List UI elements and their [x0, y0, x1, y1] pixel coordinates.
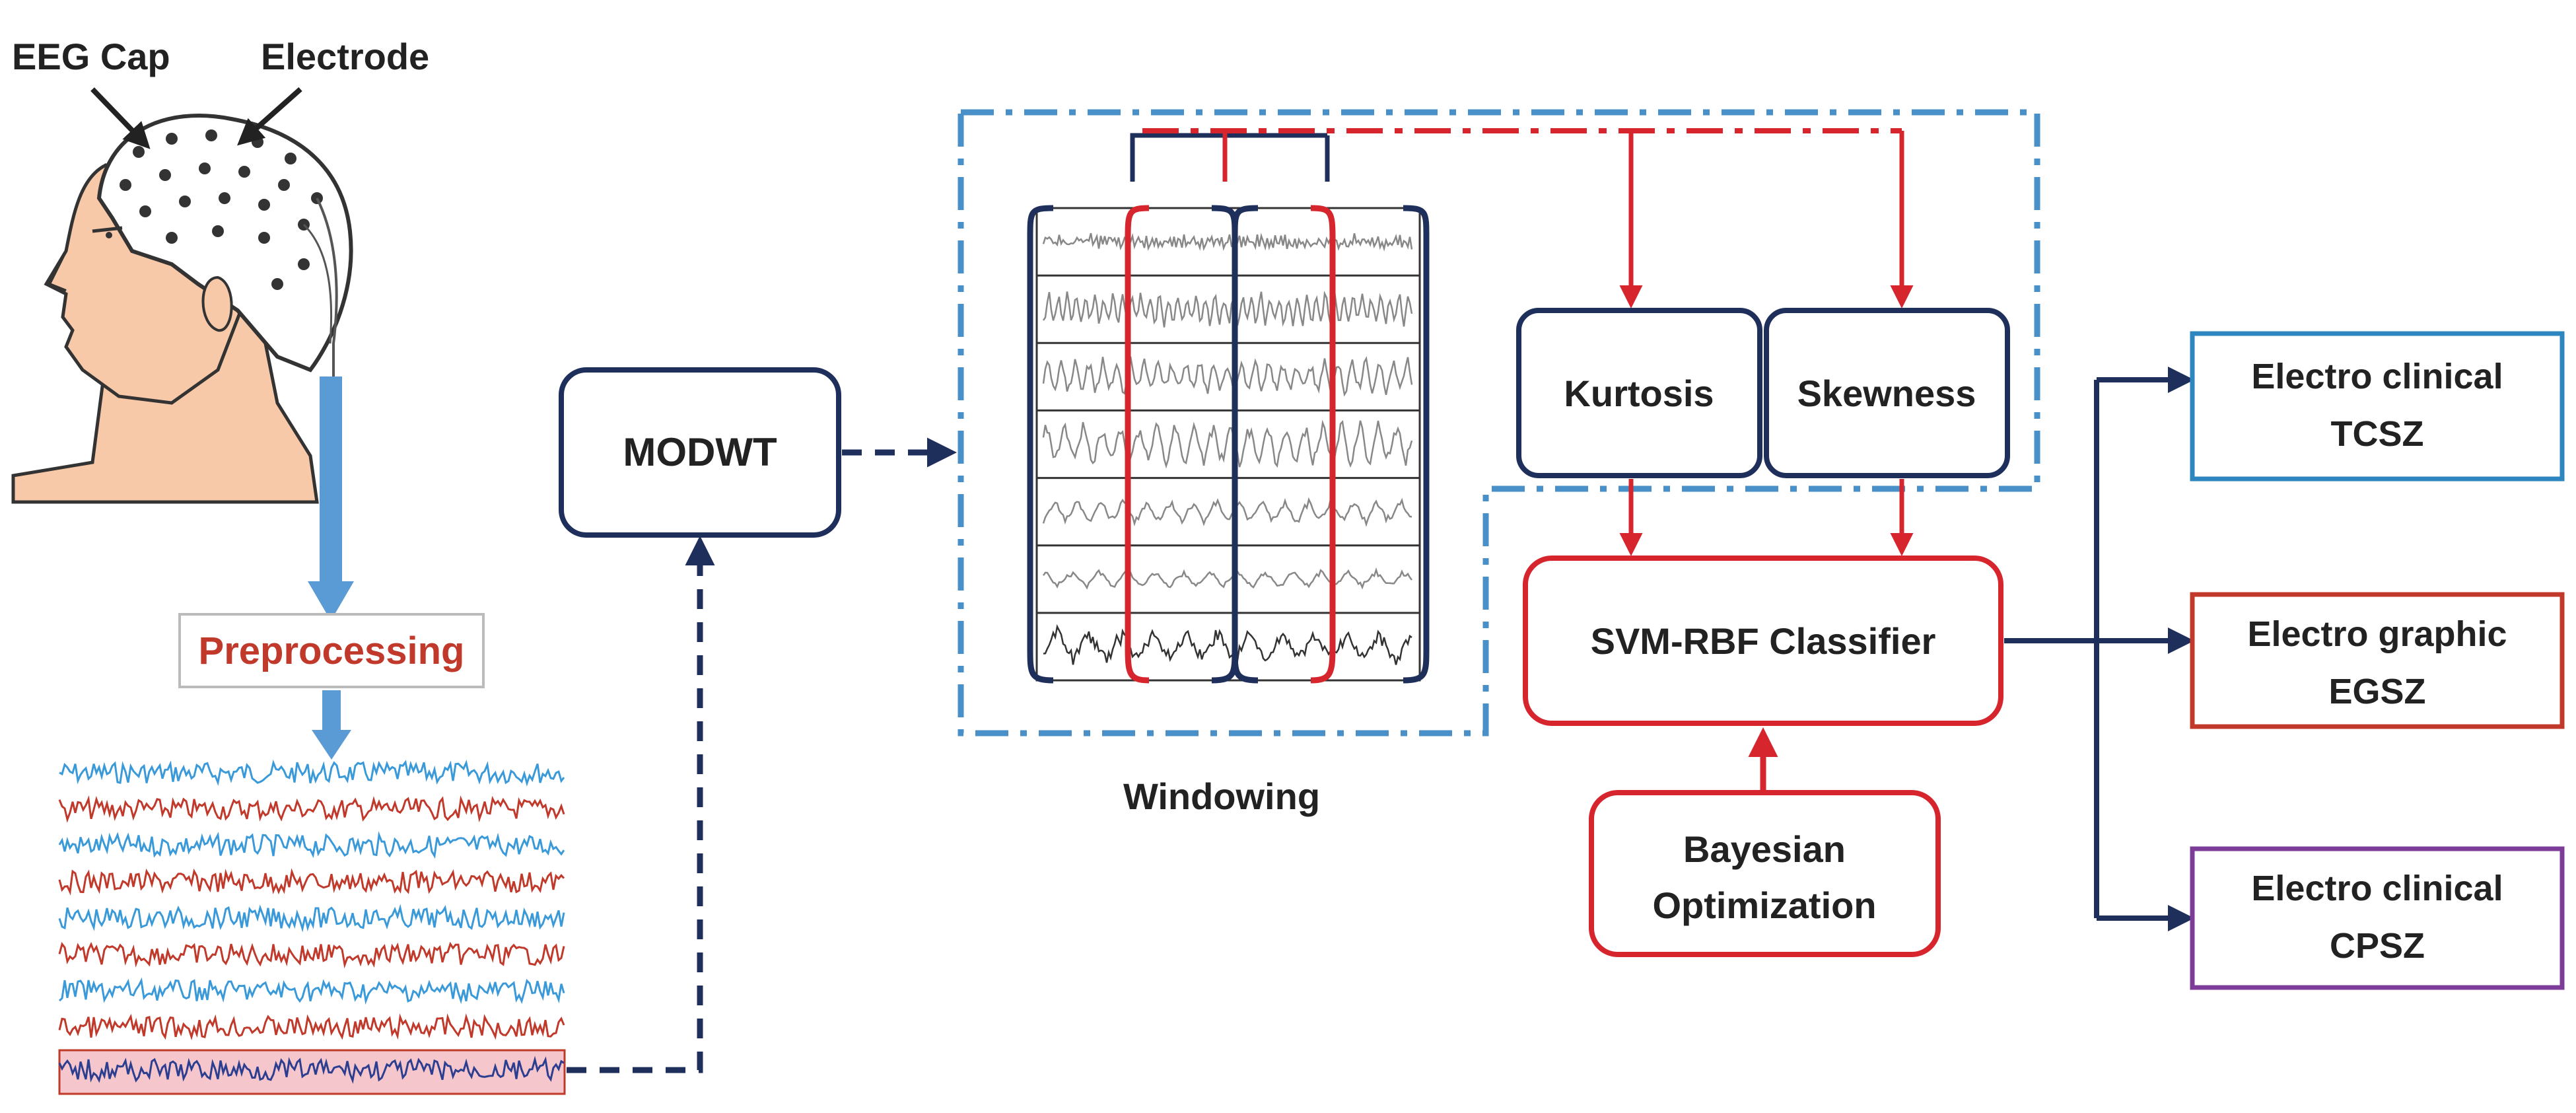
skewness-label: Skewness [1797, 373, 1976, 414]
preprocessing-label: Preprocessing [199, 629, 465, 672]
bayesian-label-line2: Optimization [1652, 884, 1876, 926]
preprocessing-box [178, 613, 485, 688]
red-window-right-bracket [1310, 205, 1336, 684]
output-cpsz-line2: CPSZ [2330, 926, 2425, 966]
subband-trace [1042, 291, 1413, 328]
electrode-pointer-arrow [237, 87, 302, 146]
eeg-channel-trace [58, 941, 565, 969]
kurtosis-label: Kurtosis [1564, 373, 1714, 414]
eeg-channel-trace [58, 795, 565, 823]
output-tcsz-box [2190, 331, 2565, 482]
selected-channel-highlight [58, 1049, 566, 1095]
eeg-channel-trace [58, 868, 565, 896]
subband-trace [1042, 497, 1412, 527]
cap-to-preprocessing-arrow-shaft [320, 377, 342, 581]
window-1-left-bracket [1027, 205, 1054, 684]
eeg-channel-trace [58, 977, 565, 1005]
electrode-label: Electrode [261, 36, 429, 77]
output-egsz-box [2190, 592, 2565, 729]
eeg-channel-trace [58, 904, 565, 933]
wavelet-subbands-grid [1035, 207, 1421, 682]
subband-trace [1042, 233, 1413, 252]
subband-trace [1042, 567, 1412, 590]
subband-trace [1042, 419, 1413, 469]
preprocessing-to-signals-arrow-shaft [322, 690, 341, 730]
output-egsz-line1: Electro graphic [2247, 614, 2507, 654]
window-2-left-bracket [1232, 205, 1259, 684]
eeg-signal-traces [58, 759, 566, 1095]
red-window-left-bracket [1125, 205, 1150, 684]
modwt-label: MODWT [623, 430, 777, 474]
subband-trace [1043, 624, 1412, 665]
eeg-cap-pointer-arrow [90, 87, 151, 149]
windowing-label: Windowing [1123, 775, 1320, 817]
windowing-panel [1035, 207, 1421, 682]
window-2-right-bracket [1403, 205, 1430, 684]
output-tcsz-line1: Electro clinical [2251, 357, 2503, 396]
head-with-eeg-cap-icon [11, 114, 353, 504]
output-egsz-line2: EGSZ [2328, 672, 2425, 711]
skewness-box [1764, 308, 2010, 478]
subband-trace [1042, 355, 1413, 397]
output-cpsz-box [2190, 846, 2565, 990]
modwt-box [559, 367, 841, 538]
bayesian-label-line1: Bayesian [1683, 828, 1846, 870]
eeg-channel-trace [59, 759, 565, 787]
eeg-channel-trace [58, 1013, 565, 1040]
eeg-cap-label: EEG Cap [12, 36, 170, 77]
signal-to-modwt-arrow [567, 536, 715, 1073]
output-tcsz-line2: TCSZ [2331, 414, 2424, 454]
bayesian-optimization-box [1589, 790, 1941, 957]
eeg-channel-trace [58, 831, 565, 859]
kurtosis-box [1516, 308, 1762, 478]
svm-rbf-label: SVM-RBF Classifier [1591, 620, 1936, 662]
navy-window-connector [1130, 133, 1327, 182]
svm-rbf-classifier-box [1523, 556, 2003, 726]
output-cpsz-line1: Electro clinical [2251, 869, 2503, 908]
eeg-channel-trace [58, 1056, 565, 1085]
feature-extraction-frame [957, 109, 2040, 736]
preprocessing-to-signals-arrowhead [312, 730, 351, 760]
cap-to-preprocessing-arrowhead [308, 581, 354, 621]
